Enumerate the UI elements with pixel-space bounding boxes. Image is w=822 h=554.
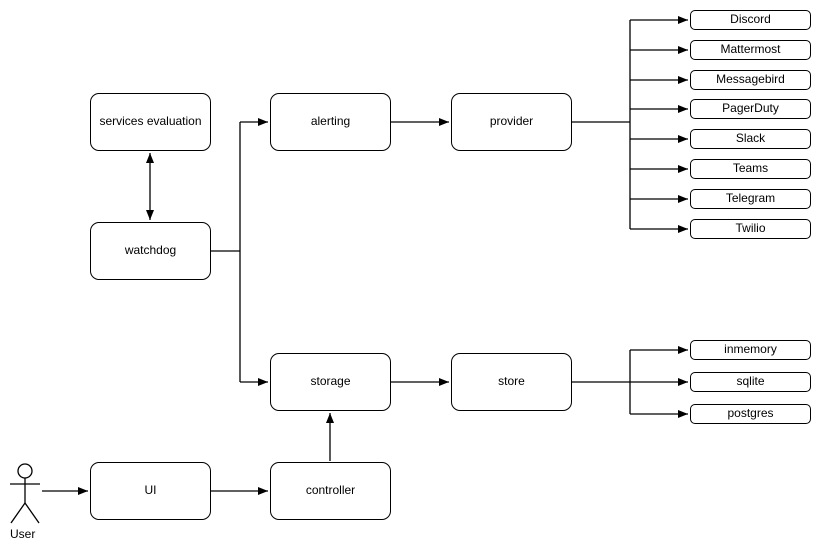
node-storage: storage <box>270 353 391 411</box>
node-store-sqlite: sqlite <box>690 372 811 392</box>
node-provider-telegram: Telegram <box>690 189 811 209</box>
node-store-inmemory: inmemory <box>690 340 811 360</box>
node-provider-slack: Slack <box>690 129 811 149</box>
user-actor-icon <box>10 463 40 524</box>
node-provider: provider <box>451 93 572 151</box>
node-watchdog: watchdog <box>90 222 211 280</box>
node-provider-pagerduty: PagerDuty <box>690 99 811 119</box>
node-provider-discord: Discord <box>690 10 811 30</box>
node-ui: UI <box>90 462 211 520</box>
node-provider-twilio: Twilio <box>690 219 811 239</box>
node-provider-teams: Teams <box>690 159 811 179</box>
node-alerting: alerting <box>270 93 391 151</box>
node-provider-mattermost: Mattermost <box>690 40 811 60</box>
node-store: store <box>451 353 572 411</box>
node-provider-messagebird: Messagebird <box>690 70 811 90</box>
node-controller: controller <box>270 462 391 520</box>
node-services-evaluation: services evaluation <box>90 93 211 151</box>
node-store-postgres: postgres <box>690 404 811 424</box>
user-actor-label: User <box>10 527 36 541</box>
